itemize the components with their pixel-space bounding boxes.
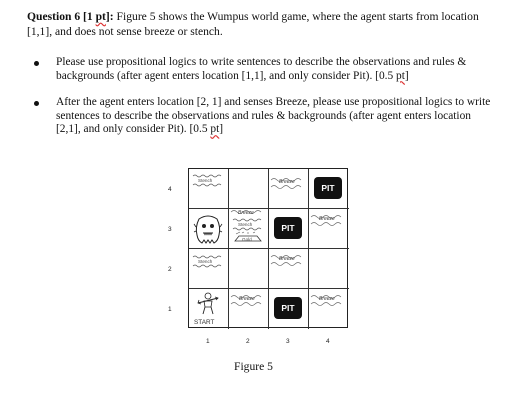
stench-label: Stench: [198, 259, 213, 264]
stench-label: Stench: [238, 222, 253, 227]
grid-cell: [229, 249, 269, 289]
question-pt: pt: [95, 10, 106, 23]
bullet-pt: pt: [210, 123, 220, 136]
pit-marker: PIT: [314, 177, 342, 199]
bullet-item: Please use propositional logics to write…: [34, 56, 494, 83]
bullet-close: ]: [404, 69, 409, 82]
bullet-item: After the agent enters location [2, 1] a…: [34, 96, 494, 137]
row-label: 1: [168, 306, 172, 313]
breeze-label: Breeze: [279, 179, 295, 185]
stench-squiggle-icon: [192, 255, 222, 268]
wumpus-grid: [188, 168, 349, 329]
grid-cell: [269, 169, 309, 209]
question-number-close: ]:: [105, 10, 114, 23]
grid-cell: [309, 209, 349, 249]
grid-cell: [189, 249, 229, 289]
bullet-pt: pt: [396, 69, 405, 82]
bullet-dot-icon: [34, 61, 39, 66]
col-label: 3: [286, 338, 290, 345]
grid-cell: [229, 289, 269, 329]
breeze-squiggle-icon: [230, 295, 262, 306]
question-header: Question 6 [1 pt]: Figure 5 shows the Wu…: [27, 10, 497, 39]
col-label: 4: [326, 338, 330, 345]
bullet-dot-icon: [34, 101, 39, 107]
stench-label: Stench: [198, 178, 213, 183]
col-label: 1: [206, 338, 210, 345]
pit-marker: PIT: [274, 217, 302, 239]
grid-cell: [309, 249, 349, 289]
stench-squiggle-icon: [192, 174, 222, 187]
breeze-label: Breeze: [279, 256, 295, 262]
breeze-label: Breeze: [319, 216, 335, 222]
pit-marker: PIT: [274, 297, 302, 319]
grid-cell: [229, 209, 269, 249]
gold-label: Gold: [242, 237, 252, 242]
breeze-label: Breeze: [239, 296, 255, 302]
figure-caption: Figure 5: [234, 360, 273, 373]
breeze-label: Breeze: [238, 210, 254, 216]
breeze-squiggle-icon: [310, 295, 342, 306]
row-label: 3: [168, 226, 172, 233]
grid-cell: [269, 209, 309, 249]
breeze-squiggle-icon: [310, 215, 342, 226]
wumpus-icon: [193, 215, 223, 244]
grid-cell: [269, 249, 309, 289]
grid-cell: [189, 169, 229, 209]
breeze-squiggle-icon: [270, 178, 302, 189]
grid-cell: [309, 169, 349, 209]
row-label: 4: [168, 186, 172, 193]
breeze-squiggle-icon: [270, 255, 302, 266]
agent-icon: [197, 292, 219, 315]
grid-cell: [189, 289, 229, 329]
grid-cell: [229, 169, 269, 209]
question-number: Question 6 [1: [27, 10, 96, 23]
row-label: 2: [168, 266, 172, 273]
breeze-label: Breeze: [319, 296, 335, 302]
col-label: 2: [246, 338, 250, 345]
stench-squiggle-icon: [232, 218, 262, 231]
breeze-squiggle-icon: [230, 210, 262, 214]
gold-icon: [234, 231, 262, 242]
bullet-text: Please use propositional logics to write…: [56, 56, 467, 82]
bullet-close: ]: [219, 123, 224, 136]
bullet-list: Please use propositional logics to write…: [34, 56, 494, 150]
bullet-text: After the agent enters location [2, 1] a…: [56, 96, 491, 136]
grid-cell: [189, 209, 229, 249]
question-text: Figure 5 shows the Wumpus world game, wh…: [27, 10, 479, 38]
start-label: START: [194, 319, 215, 326]
grid-cell: [269, 289, 309, 329]
